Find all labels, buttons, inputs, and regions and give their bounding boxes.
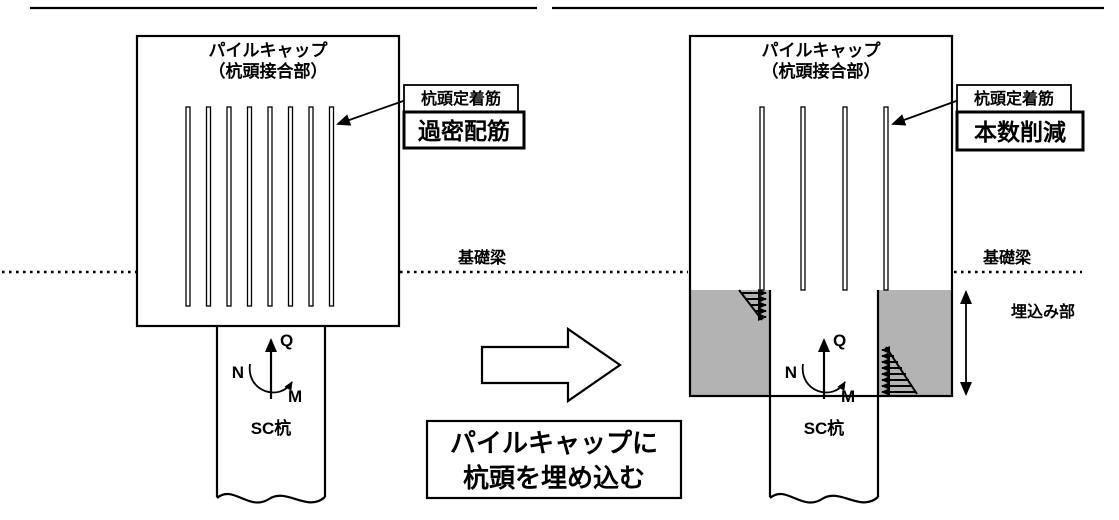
rebar-bar xyxy=(328,106,335,307)
pile-label-right: SC杭 xyxy=(804,418,845,438)
moment-arrow-right xyxy=(801,363,846,394)
rebar-bar xyxy=(308,106,314,307)
transition-caption-line1: パイルキャップに xyxy=(450,428,658,458)
pile-cap-subtitle-right: （杭頭接合部） xyxy=(762,61,881,81)
pile-break-line-right xyxy=(769,492,879,504)
pile-cap-subtitle-left: （杭頭接合部） xyxy=(209,61,328,81)
force-m-label-left: M xyxy=(288,387,302,406)
rebar-callout-label-right: 杭頭定着筋 xyxy=(974,89,1054,108)
rebar-bar xyxy=(287,106,294,307)
pile-break-line-left xyxy=(216,492,326,504)
pressure-arrows-top xyxy=(738,289,767,321)
moment-arrow-left xyxy=(248,363,293,394)
pile-cap-title-left: パイルキャップ xyxy=(209,40,329,60)
rebar-bar xyxy=(226,106,232,307)
embed-label: 埋込み部 xyxy=(1011,302,1075,321)
transition-caption-line2: 杭頭を埋め込む xyxy=(463,463,645,493)
rebar-bar xyxy=(883,106,889,291)
rebar-bar xyxy=(205,106,212,307)
issue-box-left xyxy=(402,110,526,150)
right-diagram: パイルキャップ （杭頭接合部） 杭頭定着筋 本数削減 xyxy=(688,34,1085,504)
rebar-bar xyxy=(842,106,848,291)
force-n-label-right: N xyxy=(785,363,797,382)
left-diagram: パイルキャップ （杭頭接合部） 杭頭定着筋 過密配筋 SC杭 Q N M xyxy=(135,34,526,504)
rebar-callout-label-left: 杭頭定着筋 xyxy=(421,89,501,108)
callout-arrow-left xyxy=(336,99,407,126)
rebar-bar xyxy=(246,106,253,307)
force-m-label-right: M xyxy=(841,387,855,406)
issue-label-left: 過密配筋 xyxy=(418,118,510,144)
transition-arrow xyxy=(480,326,622,404)
transition-caption-box xyxy=(425,419,683,500)
force-q-label-right: Q xyxy=(833,331,846,350)
force-n-label-left: N xyxy=(232,363,244,382)
rebar-bar xyxy=(185,106,191,307)
rebar-callout-box-right xyxy=(956,84,1072,113)
pile-label-left: SC杭 xyxy=(251,418,292,438)
rebar-callout-box-left xyxy=(403,84,519,113)
pile-cap-outline-right xyxy=(688,34,954,398)
pressure-arrows-bottom xyxy=(881,346,918,396)
pile-cap-title-right: パイルキャップ xyxy=(762,40,882,60)
rebar-bar xyxy=(759,106,765,291)
rebar-bar xyxy=(267,106,273,307)
callout-arrow-right xyxy=(891,99,960,126)
foundation-beam-label-left: 基礎梁 xyxy=(457,248,507,267)
rebar-bar xyxy=(800,106,806,291)
foundation-beam-label-right: 基礎梁 xyxy=(982,248,1032,267)
benefit-box-right xyxy=(955,110,1085,152)
force-q-label-left: Q xyxy=(280,331,293,350)
benefit-label-right: 本数削減 xyxy=(974,119,1066,145)
transition: パイルキャップに 杭頭を埋め込む xyxy=(425,326,683,500)
